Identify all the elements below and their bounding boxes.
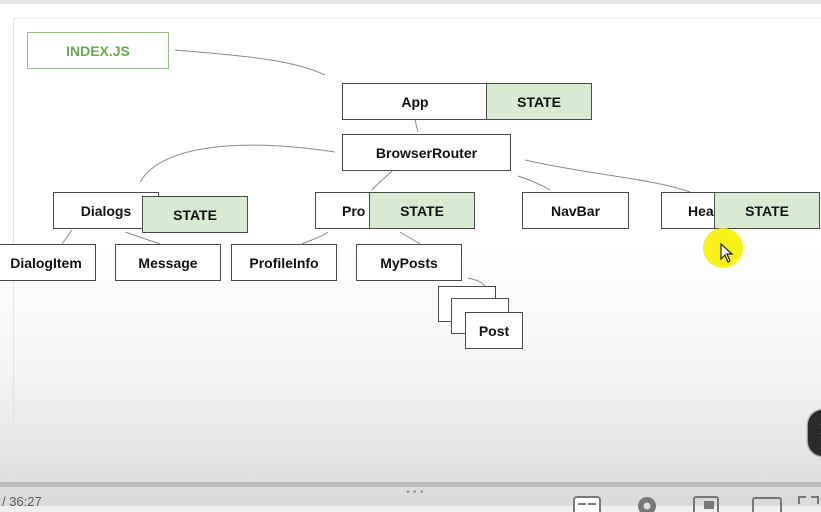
connector-profile-myposts: [399, 231, 421, 245]
connector-router-navbar: [517, 175, 551, 191]
connector-profile-info: [301, 231, 329, 245]
message-box: Message: [115, 244, 221, 281]
post-box: Post: [465, 312, 523, 349]
profile-state-box: STATE: [369, 192, 475, 229]
top-divider: [0, 0, 821, 4]
chevron-right-icon[interactable]: [808, 410, 821, 456]
app-state-box: STATE: [486, 83, 592, 120]
mouse-pointer-icon: [720, 242, 734, 268]
connector-router-header: [524, 159, 691, 193]
connector-index-app: [174, 49, 326, 76]
connector-dialogs-item: [61, 229, 73, 245]
progress-bar[interactable]: [0, 482, 821, 487]
navbar-box: NavBar: [522, 192, 629, 229]
connector-router-profile: [371, 170, 393, 191]
dialogs-state-box: STATE: [142, 196, 248, 233]
time-display: / 36:27: [2, 494, 42, 509]
miniplayer-icon[interactable]: [692, 492, 720, 512]
fullscreen-icon[interactable]: [796, 492, 821, 512]
drag-handle-icon[interactable]: •••: [405, 487, 426, 498]
browser-router-box: BrowserRouter: [342, 134, 511, 171]
dialog-item-box: DialogItem: [0, 244, 96, 281]
gear-icon[interactable]: [634, 492, 660, 512]
app-box: App: [342, 83, 488, 120]
connector-router-dialogs: [139, 144, 336, 183]
my-posts-box: MyPosts: [356, 244, 462, 281]
theater-mode-icon[interactable]: [751, 492, 783, 512]
dialogs-box: Dialogs: [53, 192, 159, 229]
header-state-box: STATE: [714, 192, 820, 229]
profile-info-box: ProfileInfo: [231, 244, 337, 281]
connector-dialogs-message: [124, 231, 161, 245]
subtitles-icon[interactable]: [572, 492, 602, 512]
index-js-box: INDEX.JS: [27, 32, 169, 69]
connector-app-router: [414, 119, 419, 133]
